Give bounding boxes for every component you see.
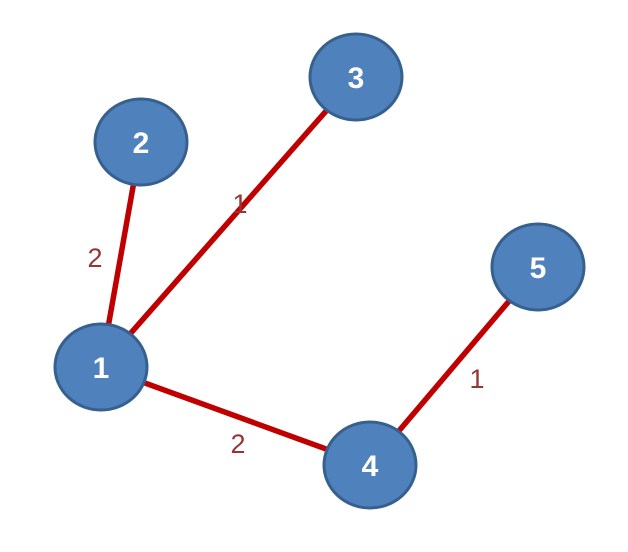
node-label-2: 2 bbox=[133, 127, 150, 160]
edge-weight-label-4-5: 1 bbox=[469, 364, 484, 394]
node-5[interactable] bbox=[490, 222, 586, 312]
node-label-3: 3 bbox=[348, 62, 365, 95]
edge-1-4[interactable] bbox=[98, 364, 373, 468]
edge-1-3[interactable] bbox=[98, 74, 359, 370]
node-2[interactable] bbox=[93, 97, 189, 187]
edge-weight-label-1-3: 1 bbox=[232, 189, 247, 219]
edge-weight-label-1-4: 2 bbox=[230, 429, 245, 459]
node-3[interactable] bbox=[308, 32, 404, 122]
node-4[interactable] bbox=[322, 420, 418, 510]
node-label-1: 1 bbox=[93, 352, 110, 385]
node-1[interactable] bbox=[53, 322, 149, 412]
edge-weight-label-1-2: 2 bbox=[87, 243, 102, 273]
node-label-4: 4 bbox=[362, 450, 379, 483]
node-label-5: 5 bbox=[530, 252, 547, 285]
